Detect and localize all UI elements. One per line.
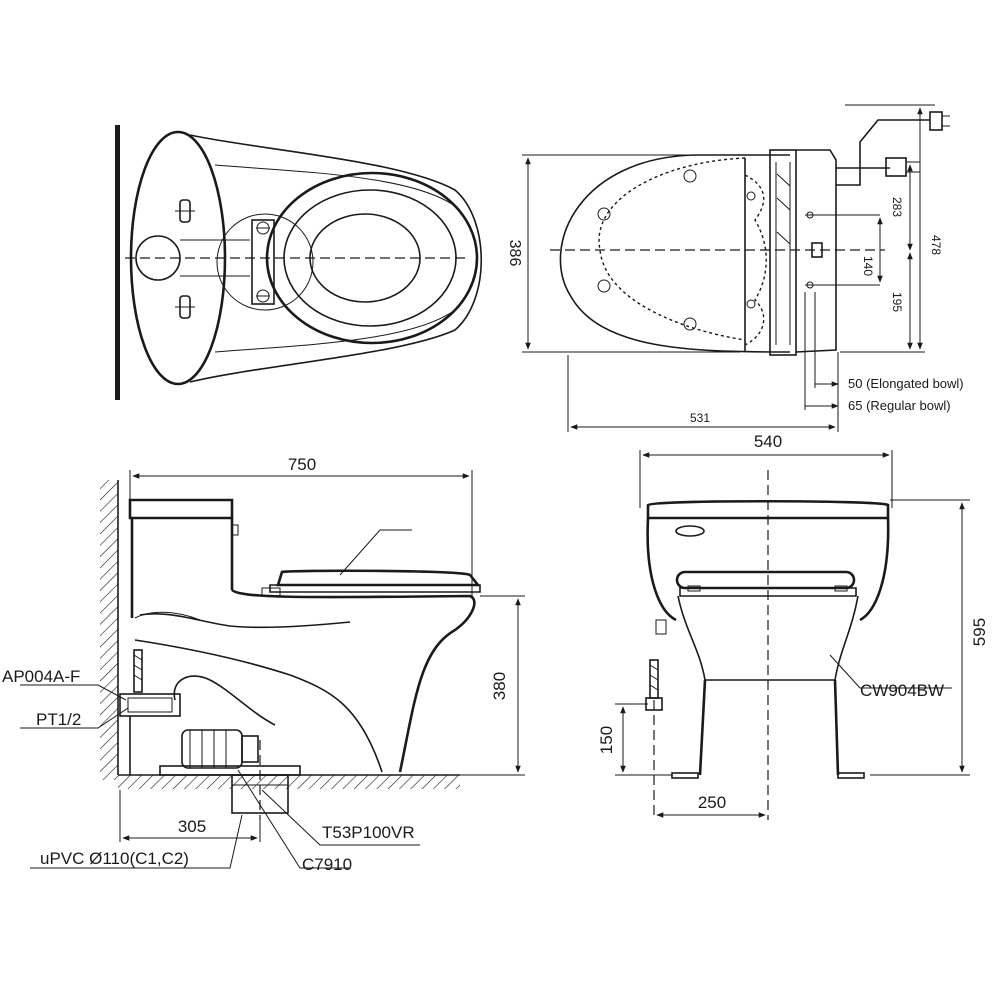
front-view [615,450,970,820]
dim-531: 531 [690,411,710,425]
bowl-outline [231,588,476,773]
note-regular: 65 (Regular bowl) [848,398,951,413]
dim-478: 478 [929,235,943,255]
front-tank-sides [646,517,890,622]
front-bowl [677,595,859,681]
stop-valve [119,693,181,717]
floor-hatch [118,775,460,789]
flange-leader [261,789,420,846]
dim-250: 250 [698,793,726,812]
dim-195: 195 [890,292,904,312]
pipe-leader [30,814,243,869]
seat-lid-side [276,569,481,587]
hinge-circle [216,213,314,311]
plan-view [115,125,483,400]
seat-leader [339,529,412,576]
supply-hose [836,119,930,186]
wall-section [115,125,120,400]
front-pedestal [698,679,840,776]
wall-hatch [100,480,118,780]
label-pipe: uPVC Ø110(C1,C2) [40,849,189,868]
dim-595: 595 [970,618,989,646]
opening-outline [598,157,746,341]
control-housing [769,149,797,356]
dim-305: 305 [178,817,206,836]
gasket-leader [237,769,350,869]
body-outline [189,134,483,383]
dimension-labels: 386 531 283 478 195 140 50 (Elongated bo… [2,197,989,874]
label-seat: CW904BW [860,681,944,700]
flush-button [675,525,705,537]
dim-750: 750 [288,455,316,474]
label-valve: AP004A-F [2,667,80,686]
dim-140: 140 [861,256,875,276]
valve-leader [20,684,127,701]
label-thread: PT1/2 [36,710,81,729]
dim-150: 150 [597,726,616,754]
hinge-block [251,219,275,305]
front-tank-lid [646,499,890,520]
label-gasket: C7910 [302,855,352,874]
dim-540: 540 [754,432,782,451]
supply-pipe [133,649,143,693]
dim-386: 386 [506,240,523,267]
front-seat-leader [829,654,952,689]
side-view [20,470,525,869]
note-elongated: 50 (Elongated bowl) [848,376,964,391]
dim-283: 283 [890,197,904,217]
thread-leader [20,707,129,729]
label-flange: T53P100VR [322,823,415,842]
dim-380: 380 [490,672,509,700]
flange-body [181,729,243,769]
seat-outline [559,154,791,353]
tank-lid [128,498,234,520]
seat-plan-view [522,104,950,432]
front-seat-lid [675,570,856,590]
